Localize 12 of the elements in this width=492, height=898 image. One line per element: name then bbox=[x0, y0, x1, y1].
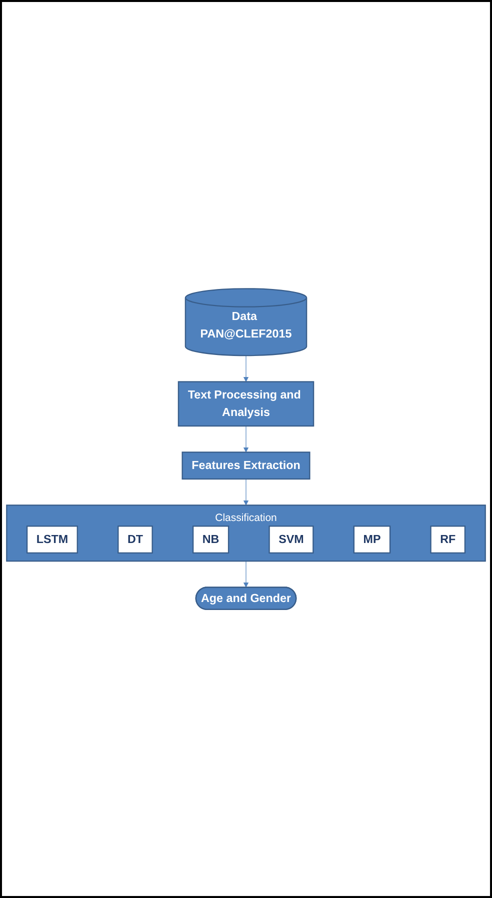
node-box: MP bbox=[353, 526, 391, 554]
node-box: DT bbox=[118, 526, 153, 554]
node-box: Features Extraction bbox=[182, 452, 310, 480]
arrow bbox=[243, 426, 249, 452]
node-box: NB bbox=[192, 526, 230, 554]
arrow bbox=[243, 355, 249, 382]
node-box: LSTM bbox=[26, 526, 78, 554]
arrow bbox=[243, 560, 249, 588]
node-box: Text Processing and Analysis bbox=[178, 381, 314, 427]
arrow bbox=[243, 478, 249, 506]
node-box: RF bbox=[430, 526, 466, 554]
node-box: SVM bbox=[268, 526, 314, 554]
